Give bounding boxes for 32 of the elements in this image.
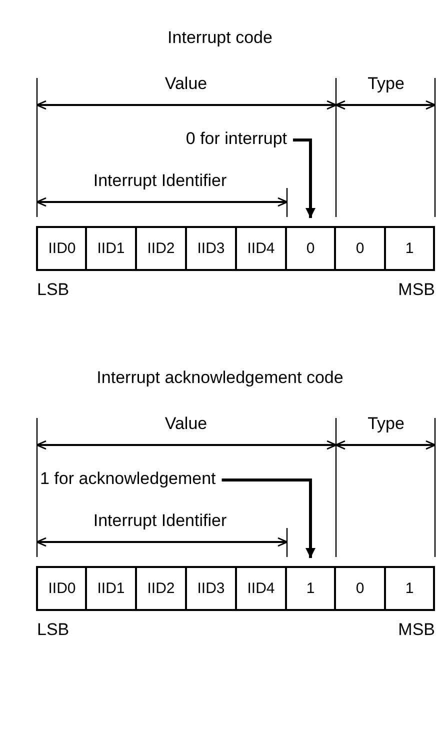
bit-cell: IID0 — [36, 566, 88, 611]
diagram-heading: Interrupt acknowledgement code — [96, 368, 344, 388]
bit-cell: 1 — [384, 226, 435, 271]
annotation-text: 1 for acknowledgement — [40, 469, 216, 489]
field-label: Interrupt Identifier — [93, 511, 227, 531]
bit-cell: IID2 — [135, 566, 187, 611]
diagram-heading: Interrupt code — [168, 28, 272, 48]
bit-order-label: LSB — [37, 280, 70, 300]
bit-cell: 0 — [334, 566, 386, 611]
bit-cell: IID3 — [185, 566, 237, 611]
bit-cell: IID4 — [235, 226, 287, 271]
bit-cell: IID4 — [235, 566, 287, 611]
bit-cell: 1 — [285, 566, 336, 611]
bit-order-label: MSB — [398, 280, 435, 300]
annotation-text: 0 for interrupt — [186, 129, 287, 149]
leader-arrow — [293, 138, 316, 218]
bit-order-label: LSB — [37, 620, 70, 640]
field-label: Interrupt Identifier — [93, 171, 227, 191]
field-label: Type — [368, 414, 404, 434]
field-label: Type — [368, 74, 404, 94]
bit-cell: 1 — [384, 566, 435, 611]
bit-cell: IID2 — [135, 226, 187, 271]
bit-cell: IID0 — [36, 226, 88, 271]
bit-cell: 0 — [285, 226, 336, 271]
bit-cell: 0 — [334, 226, 386, 271]
bit-cell: IID1 — [85, 566, 137, 611]
field-label: Value — [164, 414, 208, 434]
field-label: Value — [164, 74, 208, 94]
leader-arrow — [222, 478, 316, 558]
bit-cell: IID1 — [85, 226, 137, 271]
bit-cell: IID3 — [185, 226, 237, 271]
bit-order-label: MSB — [398, 620, 435, 640]
